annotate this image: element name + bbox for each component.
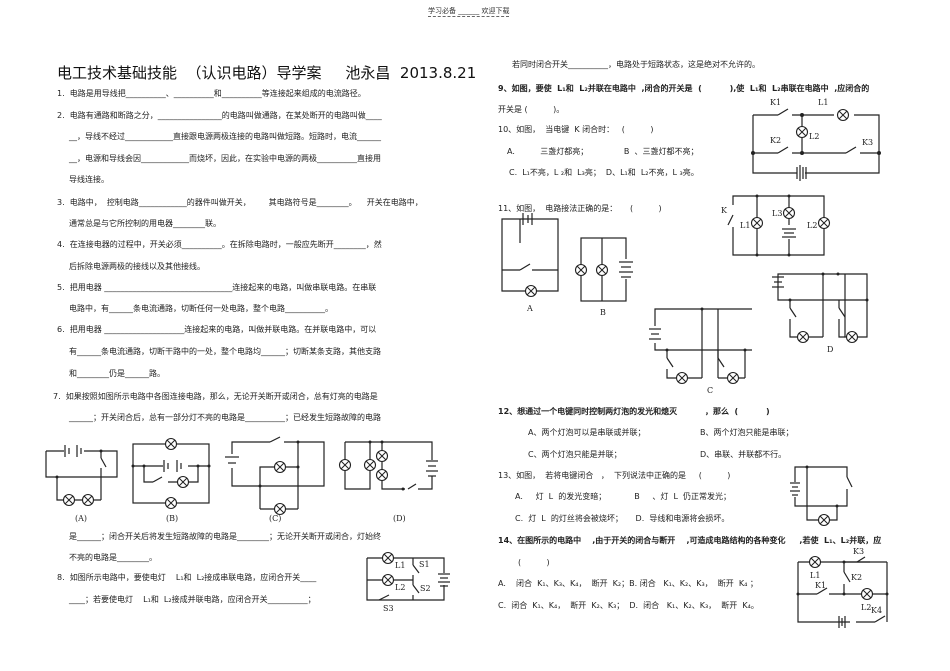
question-6-cont: 和________仍是______路。 (69, 369, 165, 378)
circuit-main: K L1 L3 L2 (721, 194, 831, 257)
question-7: 7. 如果按照如图所示电路中各图连接电路，那么，无论开关断开或闭合，总有灯亮的电… (53, 392, 378, 401)
label-s3: S3 (383, 604, 394, 613)
question-3-cont: 通常总是与它所控制的用电器________联。 (69, 219, 221, 228)
circuit-a: A (501, 213, 559, 313)
question-5-cont: 电路中，有______条电流通路，切断任何一处电路，整个电路__________… (69, 304, 333, 313)
label-k3: K3 (853, 547, 864, 556)
label-b: (B) (166, 514, 178, 523)
label-k: K (721, 206, 728, 215)
question-2-cont: 导线连接。 (69, 175, 109, 184)
label-s2: S2 (420, 584, 431, 593)
question-7-cont: ______；开关闭合后，总有一部分灯不亮的电路是__________；已经发生… (69, 413, 381, 422)
question-14-options-cd: C. 闭合 K₁、K₄， 断开 K₂、K₃； D. 闭合 K₁、K₂、K₃， 断… (498, 601, 759, 610)
question-8-cont: 若同时闭合开关__________，电路处于短路状态，这是绝对不允许的。 (512, 60, 760, 69)
question-4-cont: 后拆除电源两极的接线以及其他接线。 (69, 262, 205, 271)
label-l1: L1 (395, 561, 405, 570)
question-12-option-b: B、两个灯泡只能是串联； (700, 428, 794, 437)
circuit-c: (C) (225, 436, 325, 523)
q14-circuit-diagram: L1 L2 K1 K2 K3 K4 (796, 547, 889, 628)
circuit-b: B (574, 237, 634, 317)
label-l2: L2 (861, 603, 871, 612)
question-2-cont: __，导线不经过____________直接跟电源两极连接的电路叫做短路。短路时… (69, 132, 381, 141)
page-header: 学习必备 ______ 欢迎下载 (428, 7, 510, 17)
label-d: (D) (393, 514, 406, 523)
question-13: 13、如图， 若将电键闭合 ， 下列说法中正确的是 ( ) (498, 471, 731, 480)
question-12-option-a: A、两个灯泡可以是串联或并联； (528, 428, 646, 437)
question-14: 14、在图所示的电路中 ,由于开关的闭合与断开 ,可造成电路结构的各种变化 ,若… (498, 536, 882, 545)
label-a: (A) (75, 514, 87, 523)
circuit-c: C (649, 307, 752, 395)
question-10-options-ab: A. 三盏灯都亮； B 、三盏灯都不亮； (507, 147, 699, 156)
label-c: C (707, 386, 713, 395)
question-14-options-ab: A. 闭合 K₁、K₃、K₄， 断开 K₂；B. 闭合 K₁、K₂、K₃， 断开… (498, 579, 758, 588)
q13-circuit-diagram (790, 465, 853, 527)
question-7-cont: 是______；闭合开关后将发生短路故障的电路是________；无论开关断开或… (69, 532, 381, 541)
circuit-b: (B) (131, 437, 211, 523)
question-6-cont: 有______条电流通路，切断干路中的一处，整个电路均______；切断某条支路… (69, 347, 381, 356)
question-10-options-cd: C. L₁不亮，L ₂和 L₃亮； D、L₁和 L₂不亮，L ₃亮。 (509, 168, 699, 177)
label-l1: L1 (818, 98, 828, 107)
circuit-d: D (772, 272, 869, 354)
question-2-cont: __，电源和导线会因____________而烧坏，因此，在实验中电源的两极__… (69, 154, 381, 163)
question-5: 5. 把用电器 ________________________________… (57, 283, 377, 292)
question-8-cont: ____；若要使电灯 L₁和 L₂接成并联电路，应闭合开关__________； (69, 595, 316, 604)
q11-circuit-diagrams: K L1 L3 L2 A B C D (501, 194, 869, 395)
label-d: D (827, 345, 833, 354)
question-13-options-cd: C. 灯 L 的灯丝将会被烧坏； D. 导线和电源将会损坏。 (515, 514, 730, 523)
circuit-d: (D) (338, 440, 438, 523)
question-9-cont: 开关是 ( )。 (498, 105, 565, 114)
question-2: 2. 电路有通路和断路之分，________________的电路叫做通路，在某… (57, 111, 382, 120)
label-l3: L3 (772, 209, 782, 218)
question-12: 12、想通过一个电键同时控制两灯泡的发光和熄灭 ，那么 ( ) (498, 407, 770, 416)
question-6: 6. 把用电器 ____________________连接起来的电路，叫做并联… (57, 325, 377, 334)
question-4: 4. 在连接电器的过程中，开关必须__________。在拆除电路时，一般应先断… (57, 240, 382, 249)
q8-circuit-diagram: L1 L2 S1 S2 S3 (366, 551, 450, 613)
label-l1: L1 (810, 571, 820, 580)
label-l2: L2 (807, 221, 817, 230)
question-12-option-c: C、两个灯泡只能是并联； (528, 450, 622, 459)
question-7-cont: 不亮的电路是________。 (69, 553, 157, 562)
circuit-a: (A) (45, 445, 118, 523)
question-14-cont: ( ) (518, 558, 550, 567)
label-b: B (600, 308, 606, 317)
question-8: 8. 如图所示电路中，要使电灯 L₁和 L₂接成串联电路，应闭合开关____ (57, 573, 317, 582)
label-s1: S1 (419, 560, 430, 569)
page-title: 电工技术基础技能 （认识电路）导学案 池永昌 2013.8.21 (57, 64, 477, 82)
question-12-option-d: D、串联、并联都不行。 (700, 450, 787, 459)
label-k1: K1 (770, 98, 781, 107)
question-1: 1. 电路是用导线把__________、__________和________… (57, 89, 366, 98)
question-13-options-ab: A. 灯 L 的发光变暗； B 、灯 L 仍正常发光； (515, 492, 732, 501)
label-c: (C) (269, 514, 281, 523)
question-10: 10、如图， 当电键 K 闭合时： ( ) (498, 125, 654, 134)
label-l2: L2 (809, 132, 819, 141)
q9-circuit-diagram: K1 L1 L2 K2 K3 (751, 98, 881, 181)
label-k2: K2 (770, 136, 781, 145)
label-l1: L1 (740, 221, 750, 230)
question-9: 9、如图，要使 L₁和 L₂并联在电路中 ,闭合的开关是 ( ),使 L₁和 L… (498, 84, 870, 93)
label-k1: K1 (815, 581, 826, 590)
label-a: A (526, 304, 533, 313)
q7-circuit-diagrams: (A) (B) (C) (D) (45, 436, 438, 523)
question-3: 3. 电路中， 控制电路____________的器件叫做开关， 其电路符号是_… (57, 198, 423, 207)
label-k4: K4 (871, 606, 882, 615)
question-11: 11、如图， 电路接法正确的是： ( ) (498, 204, 662, 213)
label-k3: K3 (862, 138, 873, 147)
label-k2: K2 (851, 573, 862, 582)
label-l2: L2 (395, 583, 405, 592)
